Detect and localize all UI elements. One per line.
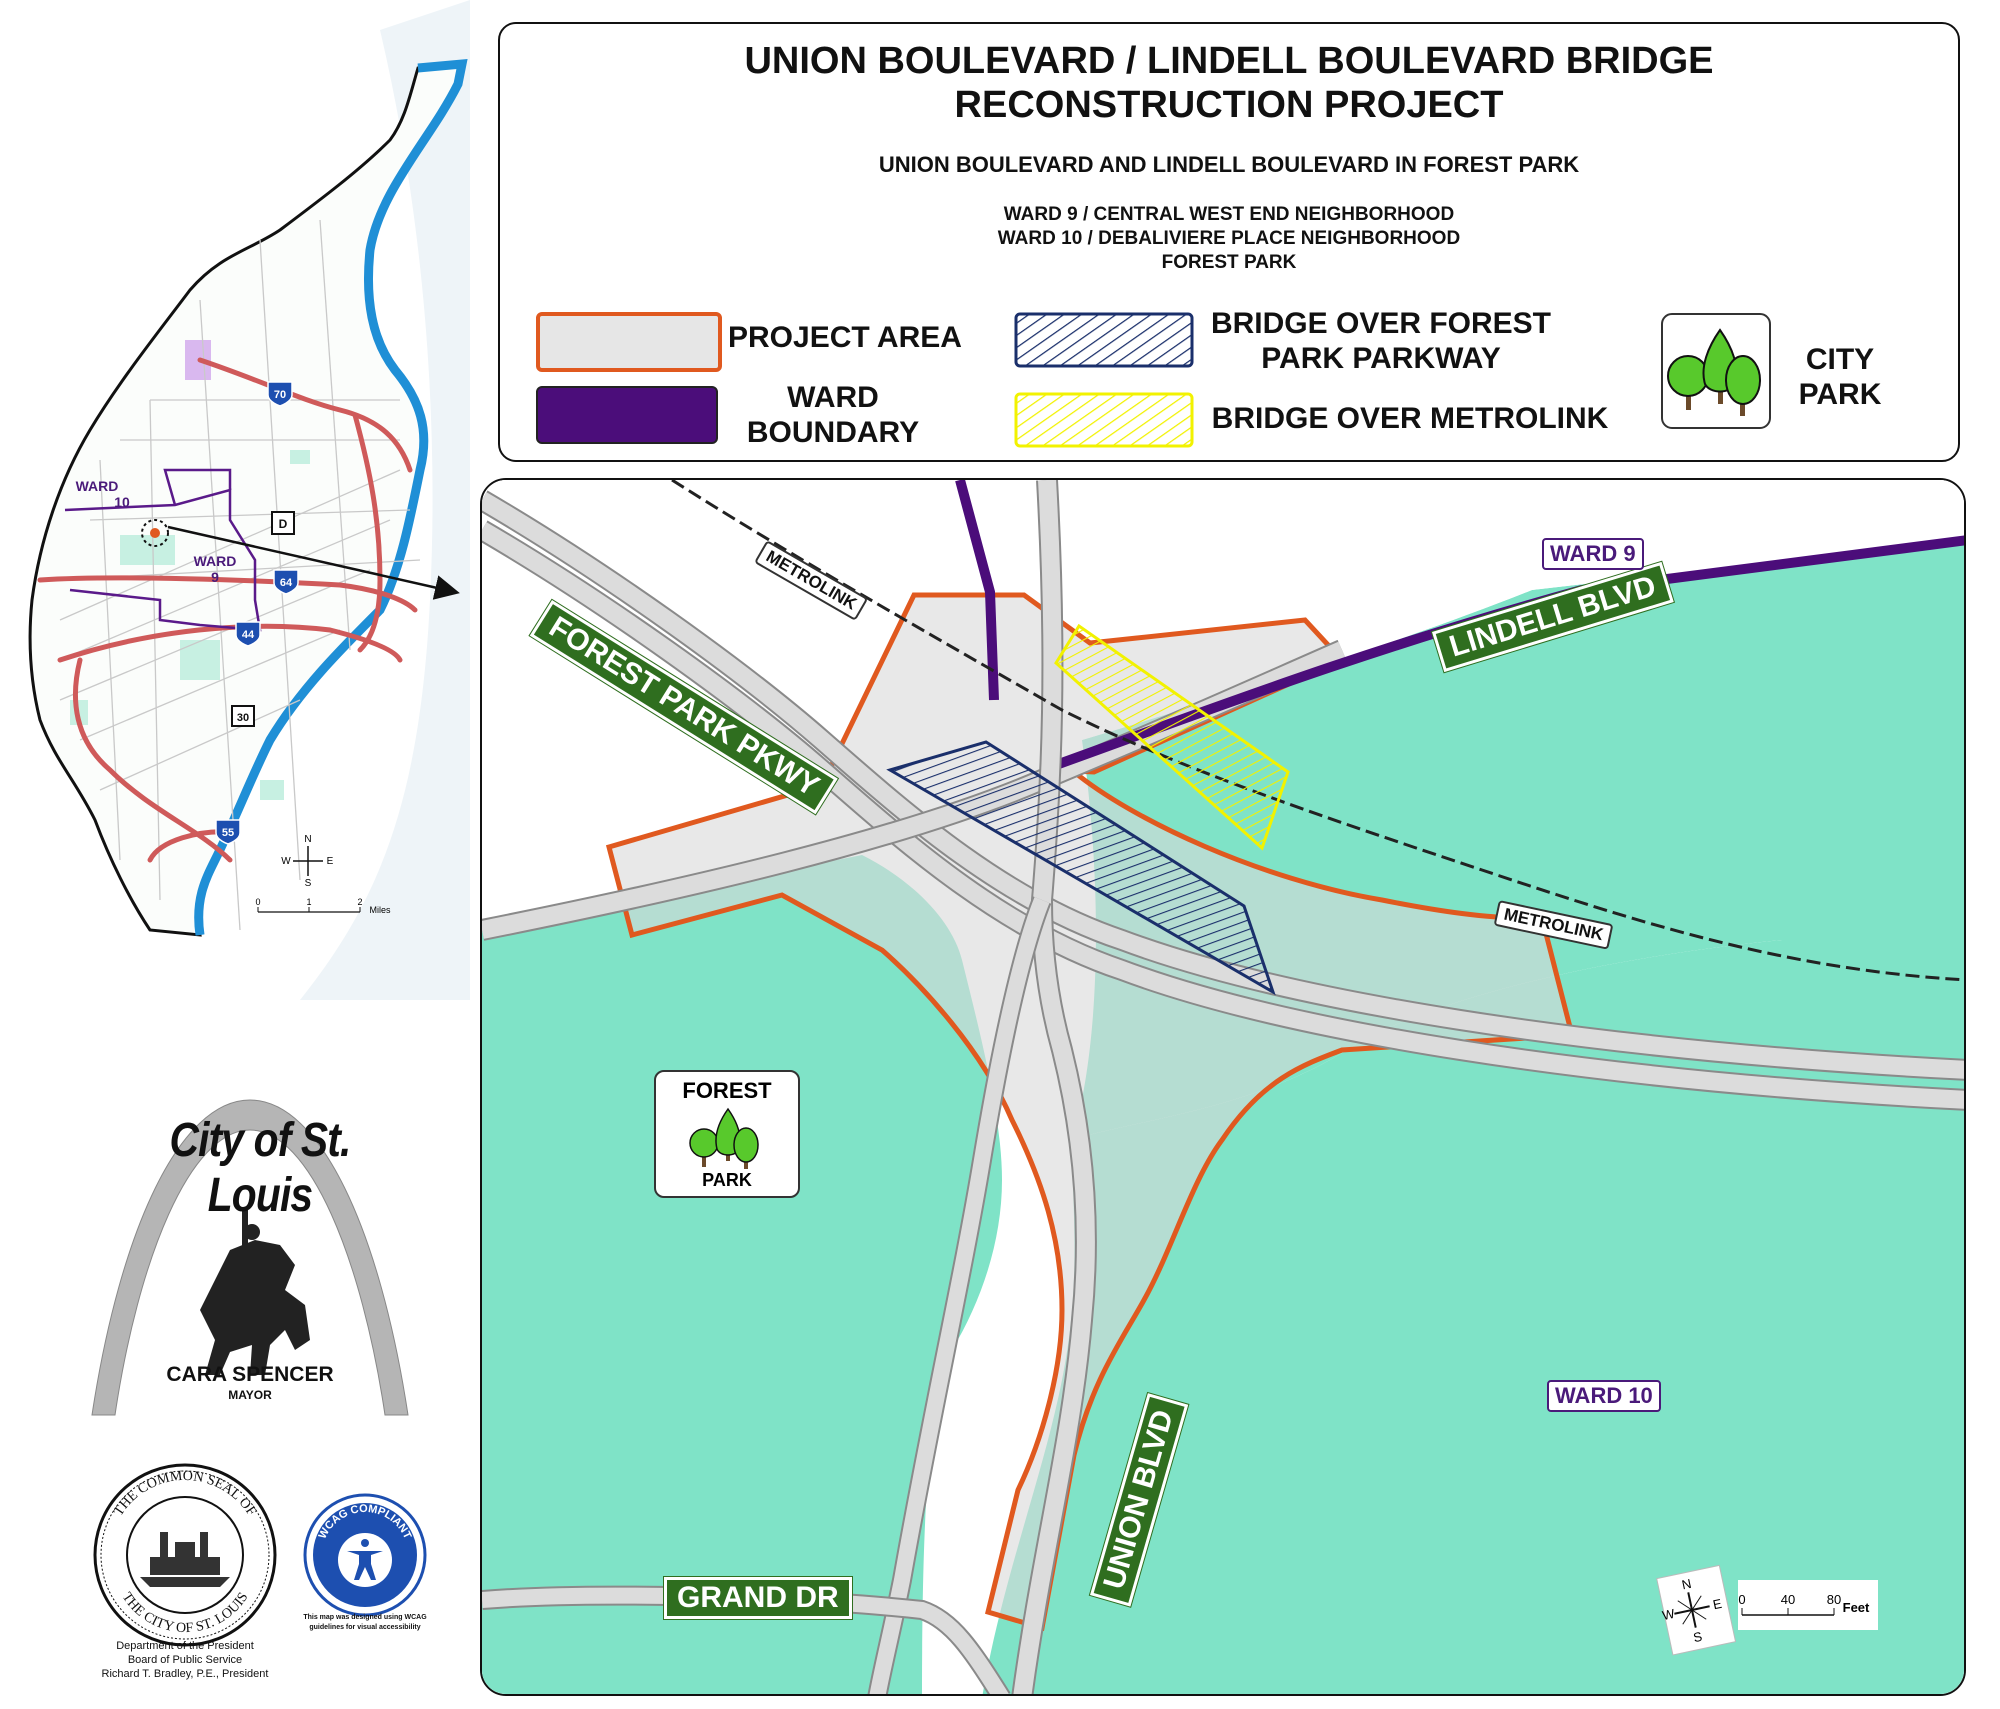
svg-text:0: 0 [255, 897, 260, 907]
legend-ward-boundary-label-1: WARD [787, 381, 879, 414]
legend-project-area-label: PROJECT AREA [728, 321, 962, 354]
svg-text:30: 30 [237, 712, 249, 724]
title-line-1: UNION BOULEVARD / LINDELL BOULEVARD BRID… [744, 40, 1714, 82]
svg-text:70: 70 [274, 389, 286, 401]
project-location-marker [141, 519, 169, 547]
detail-map: N S E W 0 40 80 Feet FOREST PARK PKWY LI… [480, 478, 1966, 1696]
ward-line-3: FOREST PARK [1161, 252, 1297, 273]
ward-line-2: WARD 10 / DEBALIVIERE PLACE NEIGHBORHOOD [997, 228, 1461, 249]
legend-bridge-metrolink-label: BRIDGE OVER METROLINK [1211, 402, 1609, 435]
svg-text:55: 55 [222, 827, 234, 839]
title-line-2: RECONSTRUCTION PROJECT [954, 84, 1504, 126]
legend-bridge-fpp-swatch [1014, 312, 1194, 368]
overview-map: WARD 10 WARD 9 70 64 44 55 30 D N S E W [0, 0, 470, 1000]
shield-55-icon: 55 [215, 819, 241, 845]
dept-line-3: Richard T. Bradley, P.E., President [101, 1668, 269, 1680]
title-legend-panel: UNION BOULEVARD / LINDELL BOULEVARD BRID… [498, 22, 1960, 462]
svg-text:W: W [281, 856, 291, 867]
svg-text:E: E [327, 856, 334, 867]
svg-text:40: 40 [1781, 1592, 1795, 1607]
legend-project-area-swatch [536, 312, 722, 372]
city-name: City of St. Louis [169, 1114, 351, 1222]
legend-city-park-icon [1661, 313, 1771, 429]
svg-text:W: W [1661, 1606, 1677, 1623]
shield-64-icon: 64 [273, 569, 299, 595]
overview-compass-icon: N S E W [281, 834, 333, 889]
legend-ward-boundary-label-2: BOUNDARY [746, 416, 920, 449]
svg-text:S: S [1692, 1629, 1704, 1646]
legend-city-park-label-2: PARK [1798, 378, 1882, 411]
forest-park-label-box: FOREST PARK [654, 1070, 800, 1198]
mayor-title: MAYOR [228, 1388, 272, 1402]
label-grand-dr: GRAND DR [664, 1577, 852, 1619]
ward9-label-2: 9 [211, 569, 219, 585]
wcag-badge-icon: WCAG COMPLIANT [303, 1493, 427, 1617]
svg-text:N: N [304, 834, 311, 845]
dept-line-1: Department of the President [116, 1640, 254, 1652]
legend-bridge-fpp-label-1: BRIDGE OVER FOREST [1210, 307, 1552, 340]
legend-bridge-fpp-label-2: PARK PARKWAY [1261, 342, 1501, 375]
mayor-name: CARA SPENCER [166, 1363, 334, 1386]
bridge-metrolink [1054, 623, 1290, 851]
svg-text:Miles: Miles [369, 905, 391, 915]
svg-text:Feet: Feet [1843, 1600, 1870, 1615]
svg-text:E: E [1712, 1596, 1724, 1613]
subtitle: UNION BOULEVARD AND LINDELL BOULEVARD IN… [878, 152, 1580, 177]
shield-70-icon: 70 [267, 381, 293, 407]
svg-text:1: 1 [306, 897, 311, 907]
legend-bridge-metrolink-swatch [1014, 392, 1194, 448]
wcag-note-2: guidelines for visual accessibility [309, 1624, 421, 1631]
metrolink-track [671, 480, 1964, 982]
svg-text:S: S [305, 878, 312, 889]
city-seal-logo: THE COMMON SEAL OF THE CITY OF ST. LOUIS [93, 1463, 277, 1647]
svg-text:80: 80 [1827, 1592, 1841, 1607]
ward10-label-2: 10 [114, 494, 130, 510]
label-ward-10: WARD 10 [1547, 1380, 1661, 1412]
dept-line-2: Board of Public Service [127, 1654, 243, 1666]
svg-text:2: 2 [357, 897, 362, 907]
svg-text:D: D [279, 517, 288, 531]
forest-park-tree-icon [689, 1107, 759, 1169]
svg-text:N: N [1680, 1576, 1692, 1593]
forest-park-label-1: FOREST [682, 1078, 772, 1103]
pointer-arrow [167, 525, 460, 600]
legend-ward-boundary-swatch [536, 386, 718, 444]
shield-44-icon: 44 [235, 621, 261, 647]
label-ward-9: WARD 9 [1542, 538, 1644, 570]
detail-compass-icon: N S E W [1656, 1564, 1737, 1656]
legend-city-park-label-1: CITY [1805, 343, 1875, 376]
ward-line-1: WARD 9 / CENTRAL WEST END NEIGHBORHOOD [1003, 204, 1455, 225]
overview-scale-bar: 0 1 2 Miles [255, 897, 391, 915]
ward9-label-1: WARD [194, 553, 237, 569]
detail-scale-bar: 0 40 80 Feet [1738, 1580, 1878, 1630]
bridge-forest-park-pkwy [886, 740, 1276, 996]
svg-text:44: 44 [242, 629, 255, 641]
ward10-label-1: WARD [76, 478, 119, 494]
gateway-arch-logo [91, 1099, 409, 1416]
shield-d-icon: D [271, 511, 295, 535]
svg-text:0: 0 [1738, 1592, 1745, 1607]
forest-park-label-2: PARK [702, 1170, 752, 1190]
svg-text:64: 64 [280, 577, 293, 589]
forest-park-area [482, 855, 1002, 1694]
wcag-note-1: This map was designed using WCAG [303, 1614, 427, 1621]
mississippi-river [194, 58, 468, 936]
shield-30-icon: 30 [231, 705, 255, 727]
